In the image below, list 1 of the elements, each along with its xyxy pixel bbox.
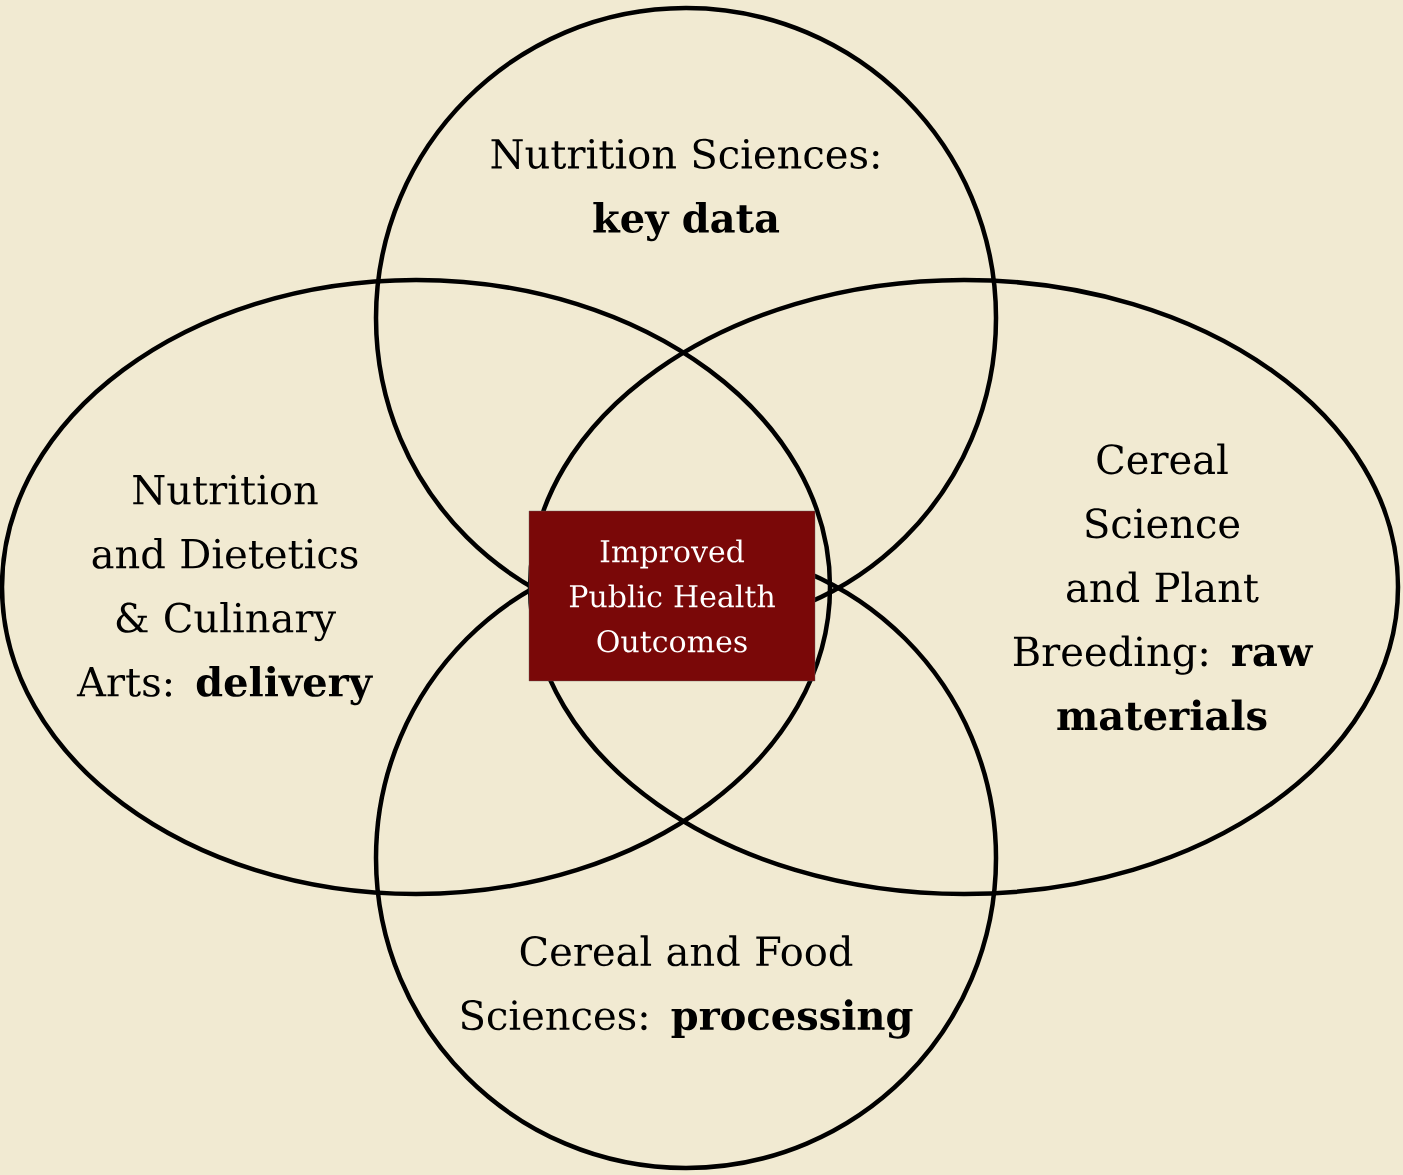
outcome-box: Improved Public Health Outcomes	[528, 510, 816, 682]
